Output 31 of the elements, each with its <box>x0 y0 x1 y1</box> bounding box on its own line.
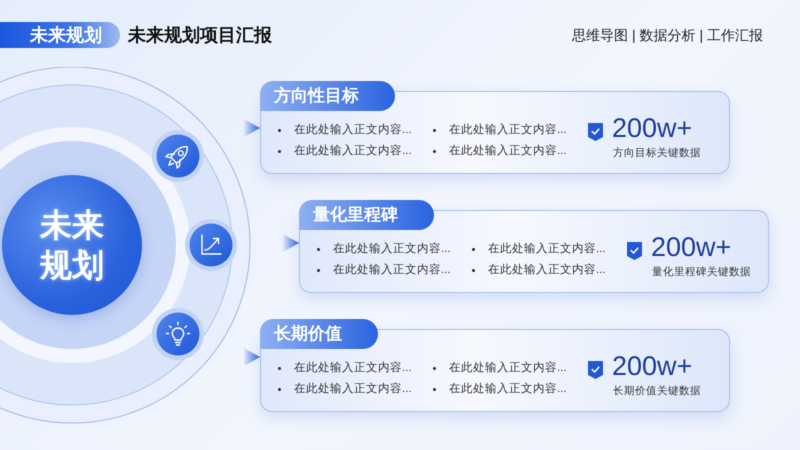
title-tag: 未来规划 <box>0 22 120 48</box>
stat-caption: 方向目标关键数据 <box>613 146 701 160</box>
section-title-tab: 长期价值 <box>260 319 378 349</box>
stat-number: 200w+ <box>612 351 692 381</box>
list-item: 在此处输入正文内容... <box>471 262 606 278</box>
list-item: 在此处输入正文内容... <box>471 241 606 257</box>
list-item: 在此处输入正文内容... <box>432 143 567 159</box>
header-tagline: 思维导图 | 数据分析 | 工作汇报 <box>572 26 763 45</box>
list-item: 在此处输入正文内容... <box>432 122 567 138</box>
section-title-tab: 量化里程碑 <box>299 200 434 230</box>
list-item: 在此处输入正文内容... <box>277 143 412 159</box>
stat-number: 200w+ <box>651 232 732 262</box>
arrow <box>244 348 260 366</box>
list-item: 在此处输入正文内容... <box>277 360 412 376</box>
list-item: 在此处输入正文内容... <box>432 381 567 397</box>
list-item: 在此处输入正文内容... <box>277 381 412 397</box>
page-title: 未来规划项目汇报 <box>128 24 272 47</box>
info-card <box>260 81 730 174</box>
arrow <box>282 234 300 252</box>
info-card <box>260 319 730 412</box>
list-item: 在此处输入正文内容... <box>316 241 451 257</box>
section-title-tab: 方向性目标 <box>260 81 395 111</box>
info-card <box>299 200 769 293</box>
list-item: 在此处输入正文内容... <box>432 360 567 376</box>
stat-caption: 量化里程碑关键数据 <box>652 265 751 279</box>
list-item: 在此处输入正文内容... <box>316 262 451 278</box>
stat-caption: 长期价值关键数据 <box>613 384 701 398</box>
arrow <box>244 119 260 137</box>
stat-number: 200w+ <box>612 113 692 143</box>
center-title: 未来规划 <box>38 206 105 285</box>
list-item: 在此处输入正文内容... <box>277 122 412 138</box>
